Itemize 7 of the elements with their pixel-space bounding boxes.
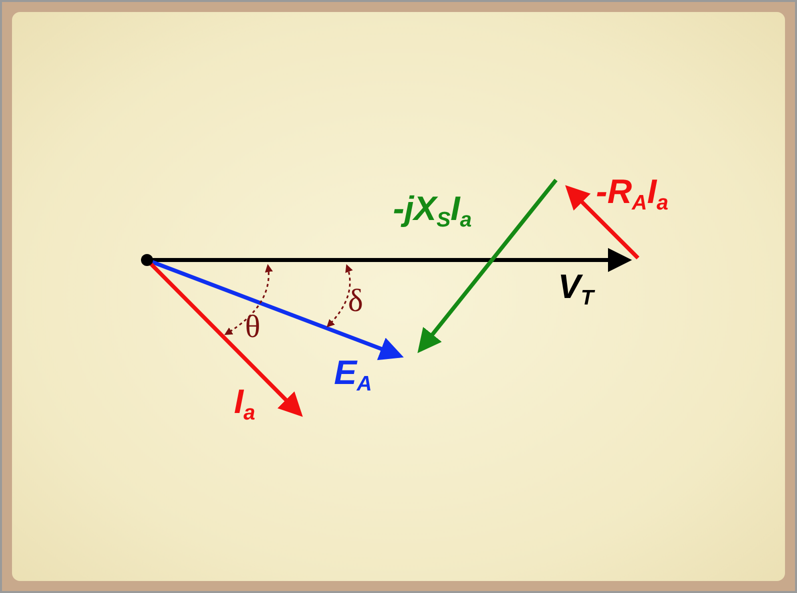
angle-label: δ: [348, 284, 364, 316]
phasor-label: E$_{A}$: [334, 356, 372, 390]
phasor-label: -jX$_{S}$I$_{a}$: [393, 192, 472, 226]
phasor-label: I$_{a}$: [234, 385, 256, 419]
phasor-label: V$_{T}$: [558, 270, 594, 304]
angle-label: θ: [245, 310, 260, 342]
phasor-label: -R$_{A}$I$_{a}$: [596, 175, 668, 209]
